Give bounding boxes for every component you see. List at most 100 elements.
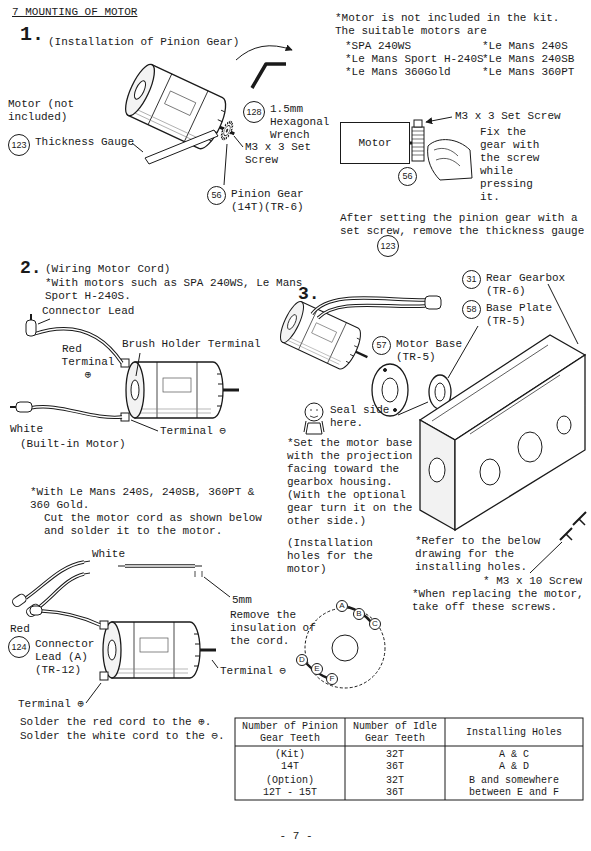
step2-cord-drawing [103, 622, 216, 678]
callout-text: 56 [402, 172, 412, 181]
step2-cord-drawing [118, 566, 202, 567]
note-text: Fix the gear with the screw while pressi… [480, 126, 556, 204]
step3-drawing [318, 305, 425, 318]
callout-number: 31Rear Gearbox (TR-6) [462, 270, 481, 289]
step-number: 2. [20, 258, 48, 278]
part-name: Rear Gearbox (TR-6) [486, 272, 586, 298]
note-text: White [10, 423, 60, 436]
step3-drawing [448, 326, 478, 378]
table-cell: A & C [445, 749, 583, 761]
callout-text: F [330, 675, 335, 683]
table-cell: (Option) 12T - 15T [260, 775, 320, 799]
table-cell: 36T [345, 761, 445, 773]
step1-drawing [252, 64, 286, 88]
callout-number: 57Motor Base (TR-5) [372, 336, 391, 355]
note-text: *With Le Mans 240S, 240SB, 360PT & 360 G… [30, 486, 270, 512]
mounting-hole: E [311, 663, 323, 675]
motor-name: *Le Mans 240SB [482, 53, 587, 66]
step2-cord-drawing [195, 571, 202, 577]
step-number: 1. [20, 24, 50, 46]
step2-drawing [136, 353, 140, 376]
page-number: - 7 - [266, 830, 326, 843]
note-text: *When replacing the motor, take off thes… [412, 588, 586, 614]
note-text: Solder the red cord to the ⊕. [20, 716, 260, 729]
part-name: Thickness Gauge [35, 136, 140, 149]
mounting-hole: F [326, 673, 338, 685]
step1-drawing [145, 130, 218, 164]
step2-drawing [126, 362, 239, 418]
note-text: Remove the insulation of the cord. [230, 609, 322, 648]
callout-text: 57 [376, 341, 386, 350]
note-text: Connector Lead [42, 305, 147, 318]
note-text: Solder the white cord to the ⊖. [20, 730, 260, 743]
motor-box: Motor [340, 122, 410, 164]
step2-cord-drawing [212, 660, 218, 668]
part-name: Base Plate (TR-5) [486, 302, 576, 328]
callout-text: 31 [466, 275, 476, 284]
step2-cord-drawing [42, 611, 100, 625]
step3-drawing [276, 284, 586, 573]
installation-hole-diagram [305, 607, 385, 688]
callout-text: C [372, 620, 378, 628]
step1-detail-drawing [410, 117, 472, 180]
note-text: *Refer to the below drawing for the inst… [415, 535, 555, 574]
note-text: *Motor is not included in the kit. The s… [335, 12, 570, 38]
callout-text: E [314, 665, 319, 673]
step1-detail-drawing [426, 117, 452, 122]
step2-drawing [121, 359, 129, 367]
callout-text: 124 [11, 643, 26, 652]
callout-number: 123Thickness Gauge [8, 134, 30, 156]
table-cell: A & D [445, 761, 583, 773]
note-text: Red [10, 623, 40, 636]
gear-table [235, 746, 583, 747]
step3-drawing [429, 458, 445, 482]
table-cell: Number of Idle Gear Teeth [345, 721, 445, 745]
step3-drawing [548, 284, 578, 344]
step3-drawing [305, 403, 323, 421]
step3-drawing [382, 378, 398, 402]
step2-drawing [26, 320, 36, 336]
motor-name: *Le Mans 360PT [482, 66, 587, 79]
step1-drawing [224, 144, 227, 185]
step2-drawing [38, 319, 50, 324]
step2-cord-drawing [11, 593, 28, 608]
step3-drawing [310, 410, 318, 418]
callout-number: 123 [377, 235, 399, 257]
note-text: Motor (not included) [8, 98, 113, 124]
callout-text: 123 [380, 242, 395, 251]
note-text: (Wiring Motor Cord) [45, 263, 245, 276]
callout-text: D [299, 656, 305, 664]
motor-name: *Le Mans 240S [482, 40, 587, 53]
note-text: * M3 x 10 Screw [483, 575, 583, 588]
step2-cord-drawing [100, 621, 108, 629]
installation-hole-diagram [348, 607, 372, 623]
step2-drawing [131, 420, 158, 431]
installation-hole-diagram [305, 608, 385, 688]
gear-table [345, 718, 346, 800]
step1-drawing [234, 136, 243, 147]
step2-cord-drawing [204, 577, 230, 597]
step3-drawing [518, 432, 542, 462]
step2-cord-drawing [125, 564, 195, 567]
step2-cord-drawing [30, 606, 42, 615]
gear-table [235, 718, 583, 800]
note-text: Brush Holder Terminal [122, 338, 272, 351]
note-text: *Set the motor base with the projection … [287, 437, 422, 528]
note-text: Seal side here. [330, 404, 400, 430]
table-cell: 36T [345, 787, 445, 799]
note-text: (Built-in Motor) [20, 438, 140, 451]
callout-number: 58Base Plate (TR-5) [462, 300, 481, 319]
step3-drawing [455, 355, 585, 530]
step2-cord-drawing [38, 574, 84, 608]
table-cell: 32T [345, 775, 445, 787]
step3-drawing [384, 369, 387, 372]
callout-text: 58 [466, 305, 476, 314]
step1-drawing [220, 121, 235, 141]
table-cell: 32T [345, 749, 445, 761]
step2-drawing [121, 413, 129, 421]
callout-text: 56 [211, 191, 221, 200]
step3-drawing [398, 402, 428, 415]
note-text: Terminal ⊖ [220, 665, 310, 678]
step1-detail-drawing [412, 127, 424, 161]
step2-cord-drawing [38, 574, 84, 608]
